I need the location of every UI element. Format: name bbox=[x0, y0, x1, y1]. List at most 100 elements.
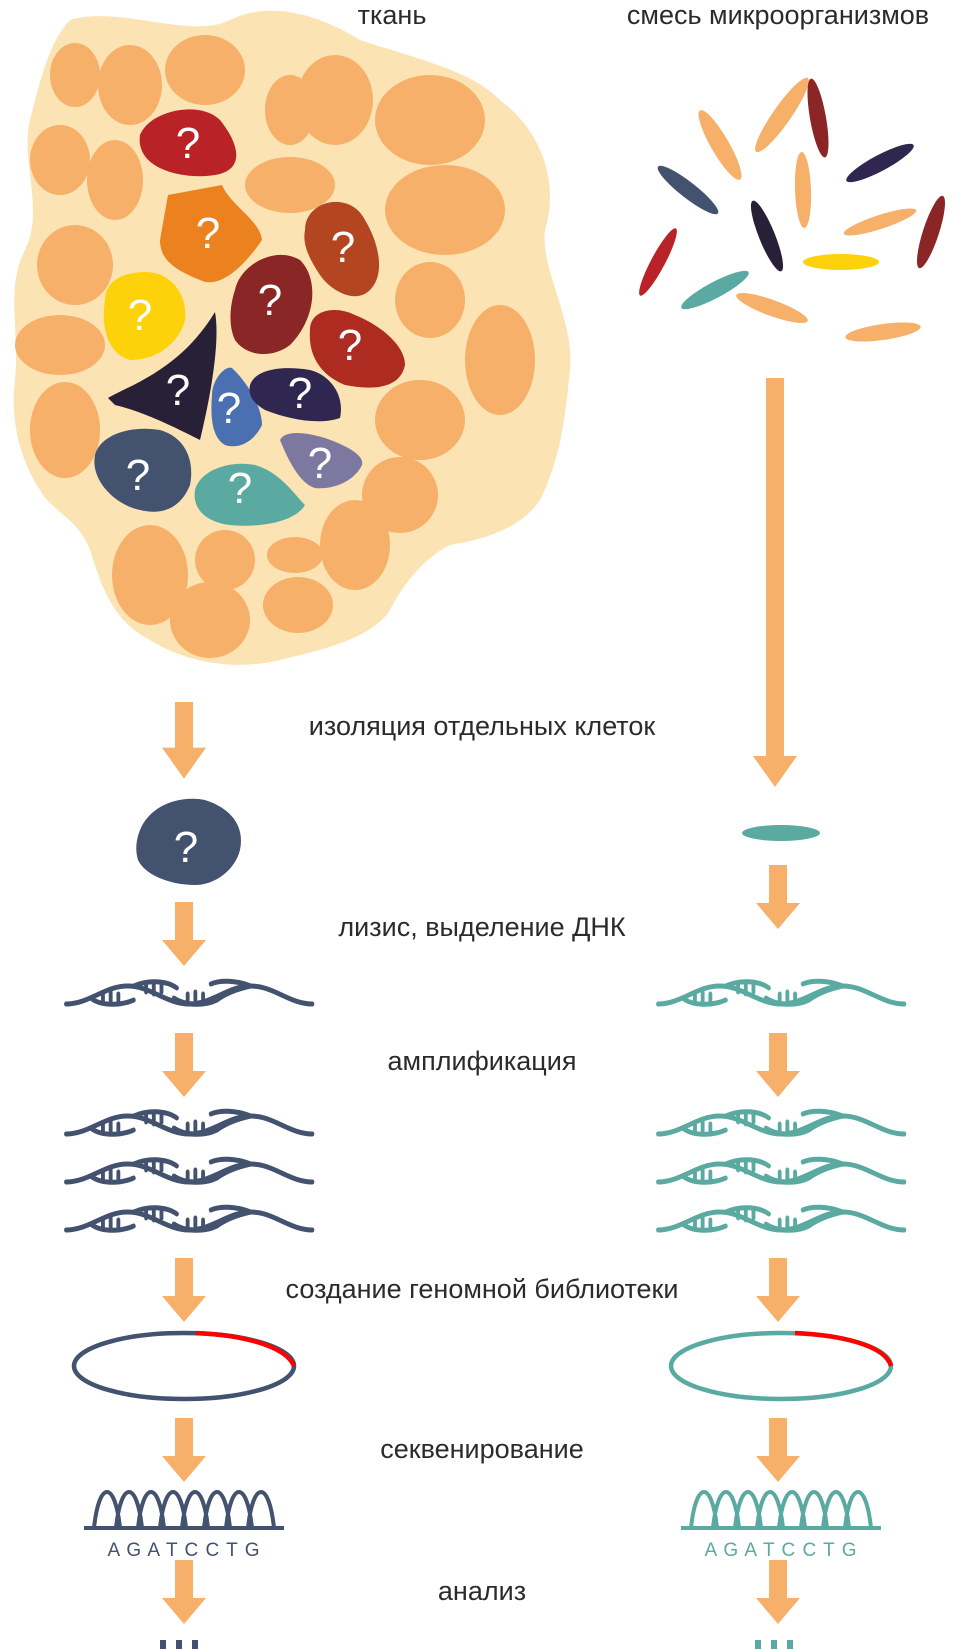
tissue-cell bbox=[165, 35, 245, 105]
arrow-down-icon bbox=[756, 1418, 800, 1482]
tissue-cell bbox=[37, 225, 113, 305]
isolated-tissue-cell: ? bbox=[136, 798, 241, 885]
step-label-isolation: изоляция отдельных клеток bbox=[308, 711, 656, 741]
target-cell-yellow bbox=[103, 272, 186, 360]
header-tissue: ткань bbox=[357, 0, 427, 30]
target-cell-blue bbox=[211, 367, 262, 447]
microbe-rod bbox=[794, 152, 812, 228]
question-mark: ? bbox=[288, 369, 312, 418]
target-cell-navy bbox=[249, 368, 341, 422]
continuation-left bbox=[160, 1640, 198, 1649]
arrow-down-icon bbox=[162, 1560, 206, 1624]
tissue-cell bbox=[15, 315, 105, 375]
step-label-lysis: лизис, выделение ДНК bbox=[338, 912, 626, 942]
tissue-cell bbox=[98, 45, 162, 125]
question-mark: ? bbox=[126, 451, 150, 500]
target-cell-red bbox=[139, 109, 237, 177]
dna-left-extracted bbox=[66, 981, 312, 1004]
sequence-right: A G A T C C T G bbox=[705, 1540, 858, 1561]
arrow-down-icon bbox=[162, 1258, 206, 1322]
tissue-cell bbox=[30, 382, 100, 478]
dna-left-amplified bbox=[66, 1111, 312, 1230]
sequence-left: A G A T C C T G bbox=[108, 1540, 261, 1561]
step-label-analysis: анализ bbox=[437, 1576, 527, 1606]
tissue-cell bbox=[87, 140, 143, 220]
arrow-down-icon bbox=[753, 378, 797, 787]
microbe-rod bbox=[755, 77, 809, 153]
tissue-cell bbox=[395, 262, 465, 338]
header-microbes: смесь микроорганизмов bbox=[626, 0, 930, 30]
tissue-cell bbox=[362, 457, 438, 533]
chromatogram-left bbox=[84, 1490, 284, 1530]
microbe-rod bbox=[807, 78, 829, 158]
target-cell-black-navy bbox=[108, 312, 217, 440]
tissue-cells bbox=[15, 35, 535, 658]
tissue-cell bbox=[320, 500, 390, 590]
microbe-rod bbox=[917, 195, 945, 269]
arrow-down-icon bbox=[756, 865, 800, 929]
question-mark: ? bbox=[196, 209, 220, 258]
chromatogram-peaks bbox=[92, 1490, 276, 1529]
tissue-cell bbox=[267, 537, 323, 573]
continuation-right bbox=[755, 1640, 793, 1649]
arrows bbox=[162, 378, 800, 1624]
microbe-rod bbox=[846, 143, 914, 183]
isolated-microbe bbox=[742, 825, 820, 841]
arrow-down-icon bbox=[756, 1258, 800, 1322]
microbe-rod bbox=[681, 270, 749, 310]
step-label-library: создание геномной библиотеки bbox=[285, 1274, 679, 1304]
target-cell-rust bbox=[304, 201, 380, 297]
question-mark: ? bbox=[308, 439, 332, 488]
question-mark: ? bbox=[128, 291, 152, 340]
target-cell-teal bbox=[194, 463, 305, 526]
arrow-down-icon bbox=[162, 702, 206, 779]
arrow-down-icon bbox=[162, 1033, 206, 1097]
tissue-cell bbox=[385, 165, 505, 255]
target-cell-maroon bbox=[230, 254, 313, 355]
tissue-cell bbox=[50, 43, 100, 107]
tissue-cell bbox=[112, 525, 188, 625]
tissue-cell bbox=[297, 55, 373, 145]
microbe-rod bbox=[698, 110, 742, 180]
microbe-rod bbox=[657, 165, 719, 215]
target-cells: ? ? ? ? ? ? ? ? ? ? ? ? bbox=[94, 109, 405, 526]
microbe-rod bbox=[639, 228, 677, 296]
dna-right-extracted bbox=[658, 981, 904, 1004]
tissue-cell bbox=[465, 305, 535, 415]
microbe-rod bbox=[736, 292, 808, 324]
tissue-cell bbox=[375, 380, 465, 460]
chromatogram-right bbox=[681, 1490, 881, 1530]
target-cell-orange bbox=[160, 185, 262, 283]
step-label-sequencing: секвенирование bbox=[380, 1434, 584, 1464]
tissue-cell bbox=[245, 157, 335, 213]
arrow-down-icon bbox=[756, 1560, 800, 1624]
question-marks: ? ? ? ? ? ? ? ? ? ? ? ? bbox=[126, 119, 362, 513]
tissue-cell bbox=[30, 125, 90, 195]
question-mark: ? bbox=[258, 276, 282, 325]
question-mark: ? bbox=[176, 119, 200, 168]
microbe-rod bbox=[843, 208, 917, 236]
question-mark: ? bbox=[217, 384, 241, 433]
target-cell-brick bbox=[309, 310, 405, 388]
microbe-mixture bbox=[639, 77, 945, 342]
question-mark: ? bbox=[338, 321, 362, 370]
tissue-cell bbox=[170, 582, 250, 658]
question-mark: ? bbox=[174, 823, 198, 872]
arrow-down-icon bbox=[162, 902, 206, 966]
microbe-rod bbox=[803, 254, 879, 270]
tissue-cell bbox=[263, 577, 333, 633]
tissue-illustration: ? ? ? ? ? ? ? ? ? ? ? ? bbox=[13, 10, 571, 665]
plasmid-left bbox=[71, 1330, 297, 1402]
arrow-down-icon bbox=[756, 1033, 800, 1097]
chromatogram-peaks bbox=[689, 1490, 873, 1529]
step-label-amplification: амплификация bbox=[387, 1046, 577, 1076]
question-mark: ? bbox=[228, 464, 252, 513]
target-cell-lavender bbox=[280, 433, 363, 489]
tissue-cell bbox=[375, 75, 485, 165]
dna-right-amplified bbox=[658, 1111, 904, 1230]
tissue-cell bbox=[195, 530, 255, 590]
question-mark: ? bbox=[166, 366, 190, 415]
plasmid-right bbox=[668, 1330, 894, 1402]
target-cell-slate bbox=[94, 428, 192, 512]
